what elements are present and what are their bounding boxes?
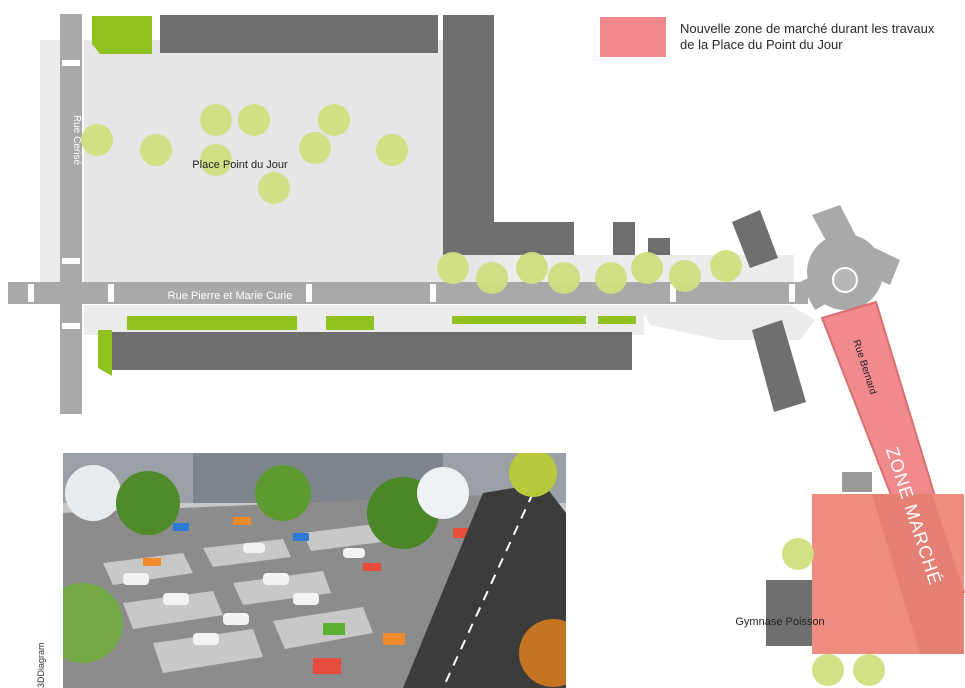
- green-strip-4: [598, 316, 636, 324]
- building-diagonal-south: [752, 320, 806, 412]
- label-rue-cerise: Rue Cerisé: [71, 115, 82, 165]
- building-south: [112, 332, 632, 370]
- rendering-illustration: [63, 453, 566, 688]
- legend-swatch: [600, 17, 666, 57]
- crosswalks: [28, 60, 795, 329]
- green-strip-2: [326, 316, 374, 330]
- roundabout-center: [832, 267, 858, 293]
- green-strip-3: [452, 316, 586, 324]
- building-small-2: [648, 238, 670, 255]
- label-rue-curie: Rue Pierre et Marie Curie: [168, 290, 293, 302]
- building-east-l: [443, 15, 574, 255]
- road-rue-cerise: [60, 14, 82, 414]
- green-strip-1: [127, 316, 297, 330]
- road-arm-east: [868, 248, 900, 285]
- plaza-east-shape: [640, 305, 815, 340]
- legend: Nouvelle zone de marché durant les trava…: [600, 17, 940, 57]
- market-zone-overlay: [872, 494, 964, 654]
- label-gymnase: Gymnase Poisson: [735, 616, 824, 628]
- photo-credit: 3DDiagram: [36, 642, 46, 688]
- gymnase-building: [766, 580, 812, 646]
- legend-text: Nouvelle zone de marché durant les trava…: [680, 21, 935, 52]
- building-north: [160, 15, 438, 53]
- green-corner-sw: [98, 330, 112, 376]
- trees: [81, 104, 885, 686]
- sidewalk-west: [40, 40, 60, 282]
- building-diagonal-north: [732, 210, 778, 268]
- annex-building: [842, 472, 872, 492]
- building-small-1: [613, 222, 635, 255]
- label-place: Place Point du Jour: [192, 159, 288, 171]
- market-rendering-photo: [63, 453, 566, 688]
- road-arm-north: [812, 205, 858, 248]
- green-patch-nw: [92, 16, 152, 54]
